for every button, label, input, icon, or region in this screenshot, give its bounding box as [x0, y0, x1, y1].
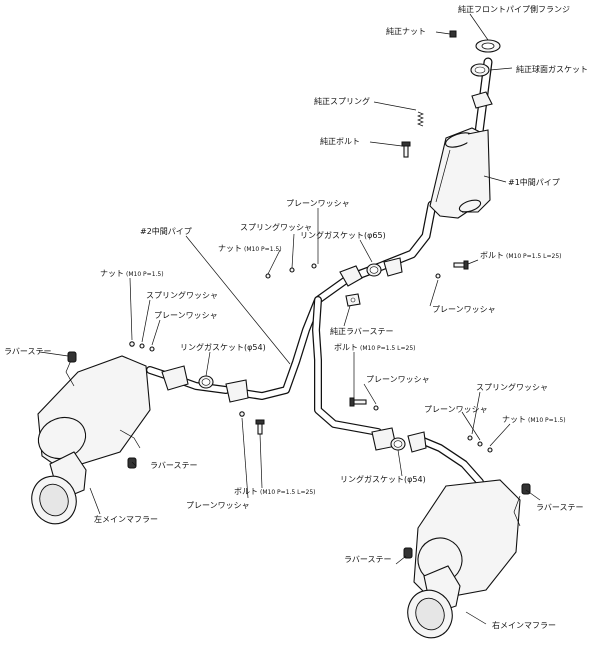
- nut-left-spec: (M10 P=1.5): [126, 271, 164, 278]
- left-main-muffler: [31, 351, 151, 525]
- label-mid-pipe-1: #1中間パイプ: [508, 177, 560, 187]
- bolt-center-name: ボルト: [334, 343, 358, 352]
- bolt-right-name: ボルト: [480, 251, 504, 260]
- label-plain-washer-right: プレーンワッシャ: [432, 305, 496, 314]
- bolt-bottom-name: ボルト: [234, 487, 258, 496]
- label-ring-gasket-54-right: リングガスケット(φ54): [340, 474, 426, 484]
- left-joint-parts: [129, 341, 265, 435]
- label-rubber-stay-left-mid: ラバーステー: [150, 461, 198, 470]
- label-nut-left: ナット(M10 P=1.5): [100, 269, 164, 278]
- bolt-bottom-spec: (M10 P=1.5 L=25): [260, 489, 316, 496]
- bolt-center-spec: (M10 P=1.5 L=25): [360, 345, 416, 352]
- label-mid-pipe-2: #2中間パイプ: [140, 226, 192, 236]
- labels: 純正フロントパイプ側フランジ 純正ナット 純正球面ガスケット 純正スプリング 純…: [4, 4, 588, 630]
- label-rubber-stay-right: ラバーステー: [536, 503, 584, 512]
- label-ring-gasket-54-left: リングガスケット(φ54): [180, 342, 266, 352]
- front-flange-parts: [401, 30, 501, 158]
- label-nut-right: ナット(M10 P=1.5): [502, 415, 566, 424]
- label-rubber-stay-left-top: ラバーステー: [4, 347, 52, 356]
- label-front-pipe-flange: 純正フロントパイプ側フランジ: [458, 4, 570, 14]
- label-spring-washer-top: スプリングワッシャ: [240, 222, 312, 232]
- nut-center-name: ナット: [218, 244, 242, 253]
- mid-pipe-1-resonator: [429, 127, 491, 219]
- bolt-right-spec: (M10 P=1.5 L=25): [506, 253, 562, 260]
- label-left-main-muffler: 左メインマフラー: [94, 514, 158, 524]
- label-oem-spring: 純正スプリング: [314, 96, 370, 106]
- nut-left-name: ナット: [100, 269, 124, 278]
- center-flanges: [265, 257, 469, 307]
- label-plain-washer-bottom: プレーンワッシャ: [186, 501, 250, 510]
- label-plain-washer-right2: プレーンワッシャ: [424, 405, 488, 414]
- label-right-main-muffler: 右メインマフラー: [492, 620, 556, 630]
- pipe-network: [146, 57, 493, 486]
- right-joint-parts: [349, 397, 493, 453]
- label-oem-rubber-stay: 純正ラバーステー: [330, 326, 394, 336]
- nut-right-spec: (M10 P=1.5): [528, 417, 566, 424]
- label-plain-washer-top: プレーンワッシャ: [286, 199, 350, 208]
- label-rubber-stay-right-bottom: ラバーステー: [344, 555, 392, 564]
- label-nut-center: ナット(M10 P=1.5): [218, 244, 282, 253]
- label-oem-bolt: 純正ボルト: [320, 136, 360, 146]
- label-plain-washer-center: プレーンワッシャ: [366, 375, 430, 384]
- label-spring-washer-left: スプリングワッシャ: [146, 290, 218, 300]
- label-oem-nut: 純正ナット: [386, 26, 426, 36]
- leader-lines: [39, 13, 541, 625]
- nut-right-name: ナット: [502, 415, 526, 424]
- label-bolt-center: ボルト(M10 P=1.5 L=25): [334, 343, 416, 352]
- right-main-muffler: [403, 479, 531, 639]
- label-plain-washer-left: プレーンワッシャ: [154, 311, 218, 320]
- label-bolt-bottom: ボルト(M10 P=1.5 L=25): [234, 487, 316, 496]
- label-spring-washer-right: スプリングワッシャ: [476, 382, 548, 392]
- label-ring-gasket-65: リングガスケット(φ65): [300, 230, 386, 240]
- nut-center-spec: (M10 P=1.5): [244, 246, 282, 253]
- label-bolt-right: ボルト(M10 P=1.5 L=25): [480, 251, 562, 260]
- label-oem-spherical-gasket: 純正球面ガスケット: [516, 64, 588, 74]
